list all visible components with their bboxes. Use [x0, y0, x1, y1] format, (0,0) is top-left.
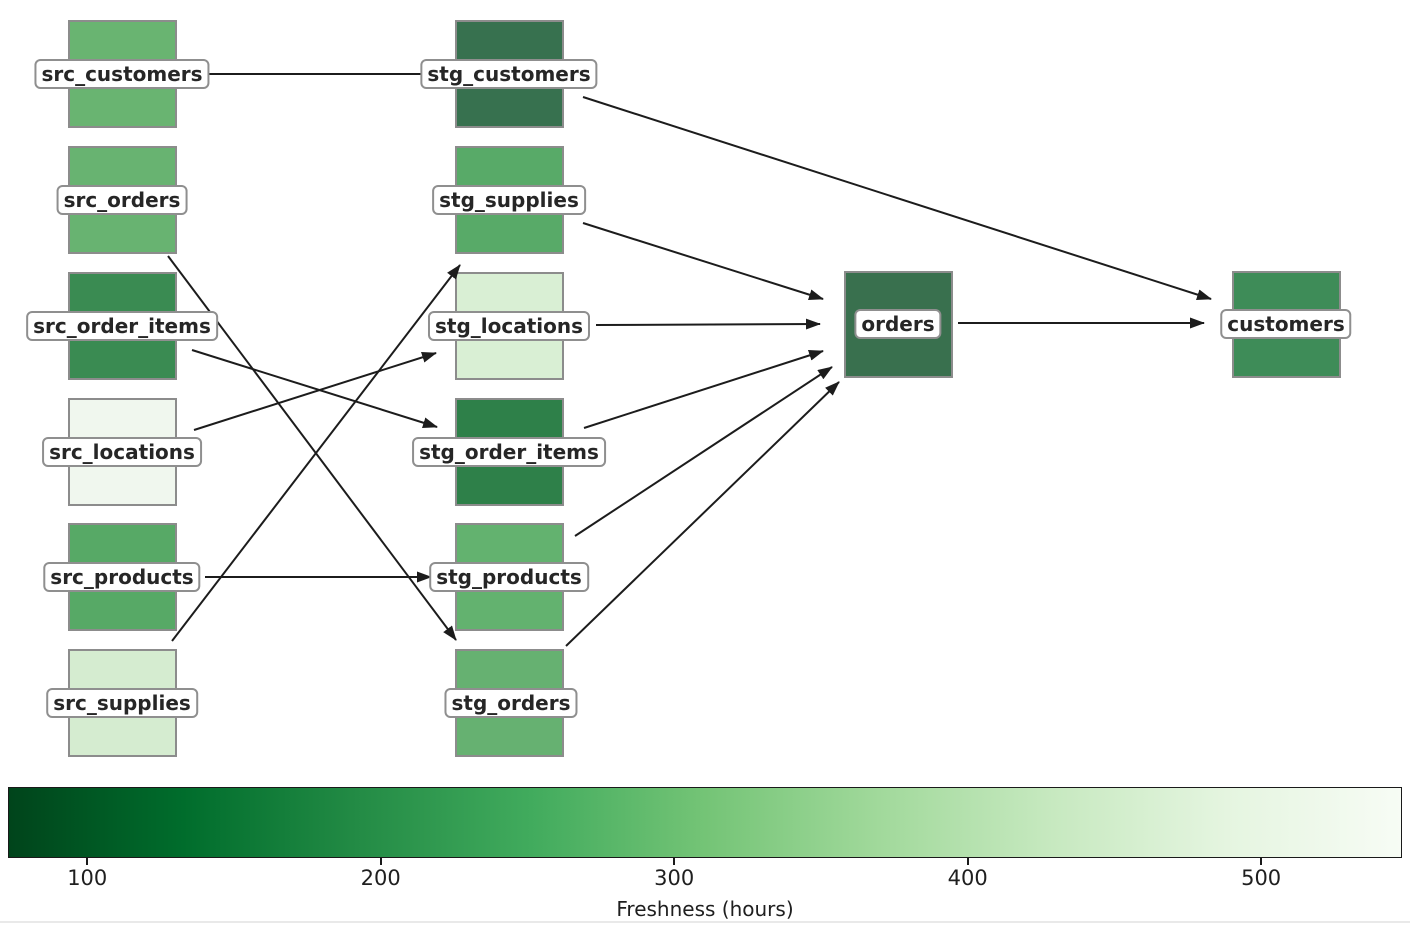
edge-stg_products-to-orders [574, 366, 833, 537]
colorbar-tick-label-400: 400 [947, 866, 988, 890]
colorbar-tick-label-200: 200 [360, 866, 401, 890]
colorbar-tick-mark-200 [379, 858, 382, 865]
node-label-src_locations[interactable]: src_locations [42, 437, 202, 467]
edge-stg_order_items-to-orders [583, 350, 824, 429]
node-label-stg_order_items[interactable]: stg_order_items [412, 437, 606, 467]
colorbar-tick-mark-500 [1260, 858, 1263, 865]
colorbar-tick-label-500: 500 [1241, 866, 1282, 890]
edge-src_supplies-to-stg_supplies [171, 264, 461, 642]
node-label-stg_supplies[interactable]: stg_supplies [432, 185, 586, 215]
colorbar-tick-mark-300 [673, 858, 676, 865]
node-label-src_order_items[interactable]: src_order_items [26, 311, 218, 341]
colorbar-tick-mark-400 [966, 858, 969, 865]
node-label-stg_locations[interactable]: stg_locations [427, 311, 591, 341]
colorbar-gradient [8, 787, 1402, 858]
node-label-customers[interactable]: customers [1220, 309, 1352, 339]
edge-src_order_items-to-stg_order_items [191, 349, 438, 429]
colorbar-tick-mark-100 [86, 858, 89, 865]
edge-stg_locations-to-orders [595, 318, 821, 330]
bottom-border-line [0, 921, 1410, 923]
node-label-src_orders[interactable]: src_orders [56, 185, 188, 215]
node-label-src_customers[interactable]: src_customers [34, 59, 210, 89]
node-label-stg_products[interactable]: stg_products [429, 562, 589, 592]
edge-stg_orders-to-orders [565, 381, 840, 647]
colorbar-tick-label-100: 100 [67, 866, 108, 890]
edge-stg_customers-to-customers [582, 96, 1212, 300]
node-label-orders[interactable]: orders [854, 309, 942, 339]
edge-stg_supplies-to-orders [582, 222, 824, 301]
node-label-src_products[interactable]: src_products [43, 562, 201, 592]
node-label-stg_customers[interactable]: stg_customers [420, 59, 598, 89]
node-label-stg_orders[interactable]: stg_orders [444, 688, 578, 718]
colorbar-tick-label-300: 300 [654, 866, 695, 890]
colorbar-axis-label: Freshness (hours) [616, 897, 794, 921]
node-label-src_supplies[interactable]: src_supplies [46, 688, 198, 718]
edge-src_locations-to-stg_locations [193, 352, 437, 431]
